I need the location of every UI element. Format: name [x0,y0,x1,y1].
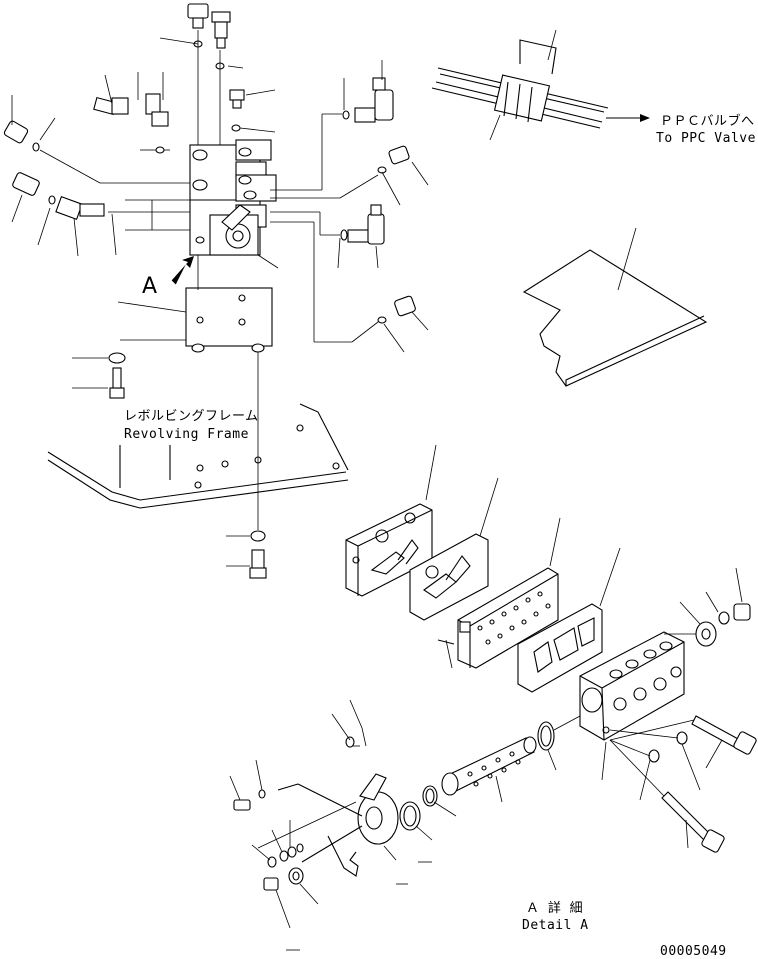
detail-a-assembly [229,444,757,951]
gasket-1 [409,533,489,621]
long-bolt-2 [661,791,725,853]
ppc-hose-assembly [431,29,650,141]
fitting-left-mid [12,172,105,220]
plug-right-mid [377,145,410,174]
bolt-small-left [233,789,266,811]
washer-bolt-left [108,352,126,399]
ppc-label-en: To PPC Valve [656,131,756,146]
drawing-number: 00005049 [660,944,727,959]
o-ring-right [537,721,555,751]
revolving-frame [47,403,349,509]
washer-right-top [695,621,717,647]
view-arrow-icon [171,256,194,285]
plug-right-low [377,295,416,324]
small-washer-right [718,611,730,625]
pin-top [345,736,355,748]
bolt-right-top [733,603,751,621]
detail-label-jp: Ａ 詳 細 [526,900,583,916]
elbow-fitting-right-bottom [340,204,385,245]
lever-plate [357,773,399,845]
spring-pin-group [263,843,304,891]
elbow-fitting-right-top [342,77,394,123]
frame-label-jp: レボルビングフレーム [124,409,259,424]
small-bolt-right [229,89,245,132]
cover-sheet [522,249,708,387]
long-bolt-1 [691,715,757,755]
gasket-2 [517,603,603,693]
spool [441,736,537,796]
valve-block [189,139,277,256]
mounting-plate [185,287,273,353]
washer-bolt-bottom [249,530,267,579]
ppc-label-jp: ＰＰＣバルブへ [660,113,755,129]
seal-ring [399,801,421,831]
valve-body [579,631,685,741]
frame-label-en: Revolving Frame [124,427,249,442]
view-letter: A [142,274,157,299]
elbow-fitting-left [93,93,169,127]
top-bolt [187,3,209,48]
o-ring-left [422,785,438,807]
washer-lower-1 [676,731,688,745]
plug-left-top [3,120,40,152]
washer-lower-2 [648,749,660,763]
valve-plate-3 [457,567,559,669]
top-fitting [211,11,231,70]
detail-label-en: Detail A [522,918,589,933]
manifold-assembly: A [3,3,429,579]
